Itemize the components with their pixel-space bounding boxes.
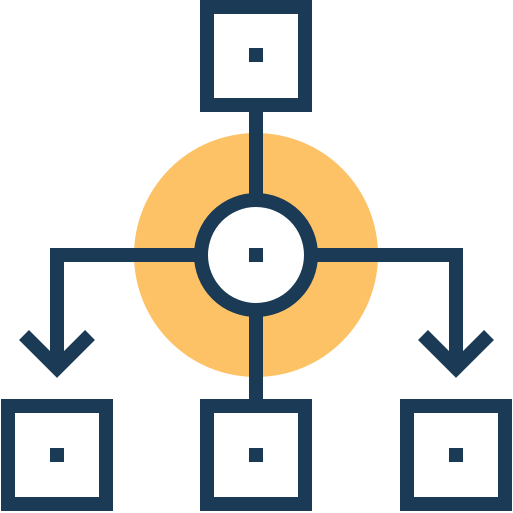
right-down-arrow — [418, 330, 494, 378]
bottom-center-node — [200, 399, 312, 511]
bottom-left-node — [1, 399, 113, 511]
center-hub-node — [194, 193, 318, 317]
bottom-right-node-dot — [449, 448, 463, 462]
top-node-dot — [249, 48, 263, 62]
top-node — [200, 0, 312, 112]
bottom-center-node-dot — [249, 448, 263, 462]
center-hub-dot — [249, 248, 263, 262]
arrows — [19, 330, 494, 378]
connector-lines — [50, 108, 463, 402]
bottom-right-node — [400, 399, 512, 511]
left-down-arrow — [19, 330, 95, 378]
connector-hub-to-left-arrow — [50, 248, 200, 368]
bottom-left-node-dot — [50, 448, 64, 462]
connector-hub-to-right-arrow — [312, 248, 463, 368]
